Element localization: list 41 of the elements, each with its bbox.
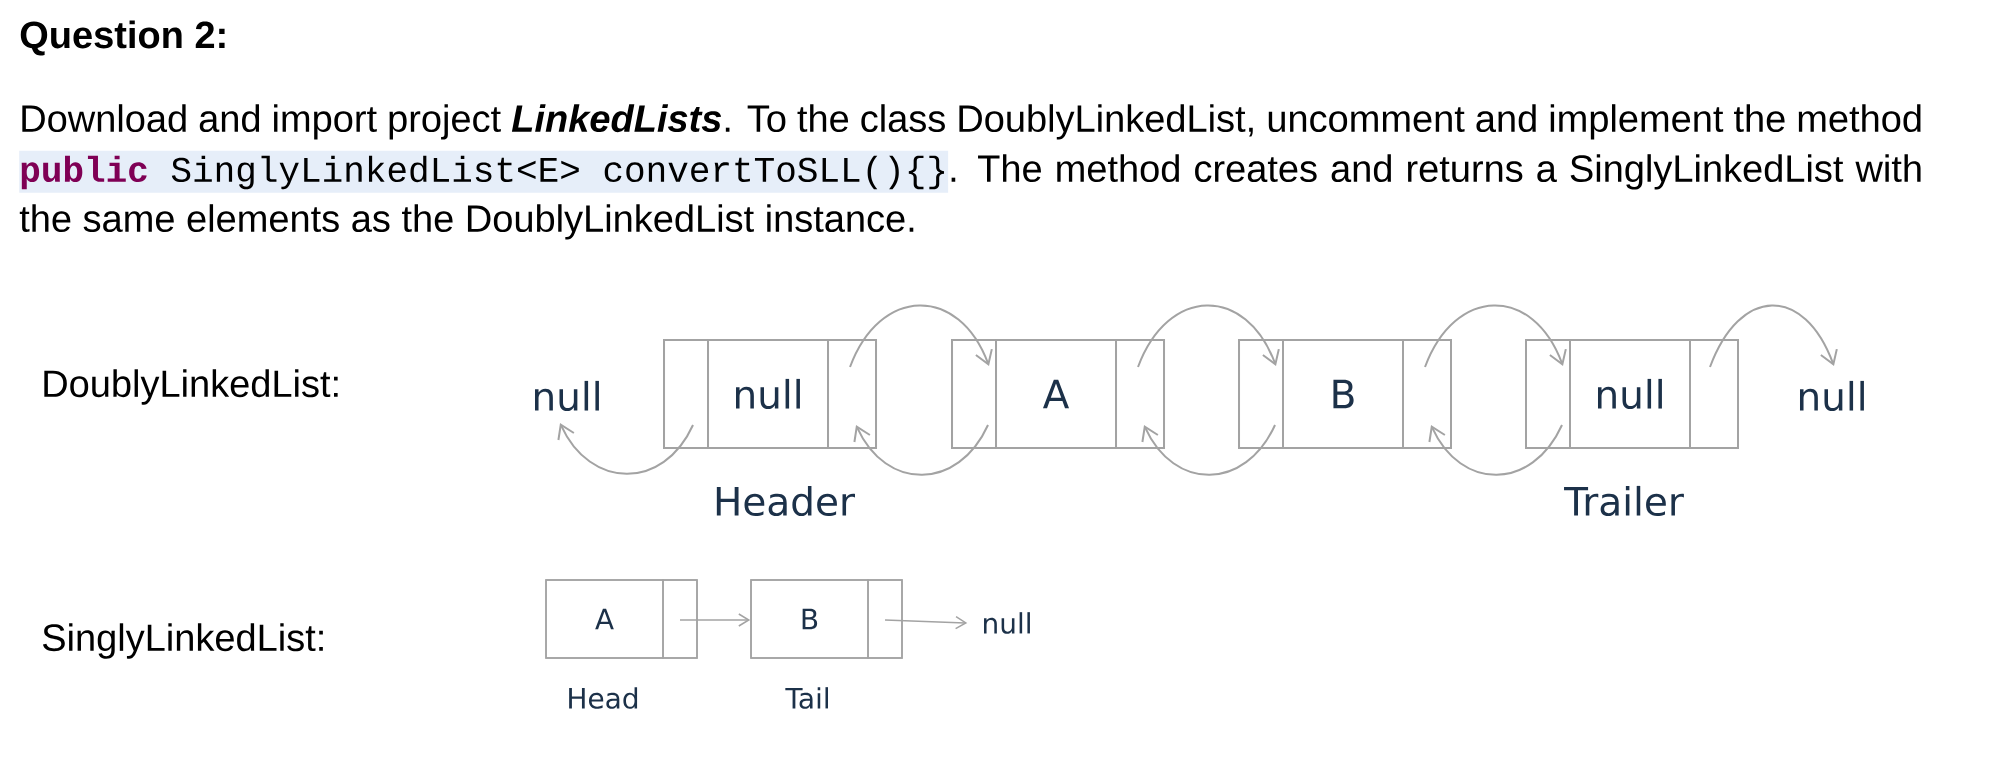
data-cell: A	[995, 339, 1117, 449]
label: . The method creates and returns a SinglyLinkedList with	[951, 154, 1921, 190]
node-caption: Trailer	[1564, 485, 1684, 517]
curved-arrow	[1137, 304, 1280, 368]
curved-arrow	[1141, 424, 1276, 476]
data-cell: null	[1569, 339, 1691, 449]
curved-arrow	[1424, 304, 1567, 368]
label: the same elements as the DoublyLinkedList instance.	[19, 204, 914, 240]
curved-arrow	[849, 304, 993, 368]
pointer-cell	[1238, 339, 1284, 449]
pointer-cell	[1115, 339, 1165, 449]
text-label: null	[535, 380, 599, 412]
curved-arrow	[557, 423, 694, 475]
pointer-cell	[663, 339, 709, 449]
pointer-cell	[867, 579, 903, 659]
label: Download and import project LinkedLists. To the class DoublyLinkedList, uncomment and implement the method	[22, 104, 1921, 140]
pointer-cell	[951, 339, 997, 449]
data-cell: A	[545, 579, 664, 659]
arrow	[884, 615, 968, 630]
row-label: DoublyLinkedList:	[44, 369, 338, 405]
pointer-cell	[1525, 339, 1571, 449]
node-caption: Tail	[785, 687, 828, 709]
data-cell: B	[1282, 339, 1404, 449]
curved-arrow	[1709, 304, 1838, 368]
curved-arrow	[1428, 424, 1563, 476]
text-label: null	[984, 612, 1030, 634]
row-label: SinglyLinkedList:	[42, 623, 323, 659]
data-cell: B	[750, 579, 869, 659]
paragraph: Download and import project LinkedLists. To the class DoublyLinkedList, uncomment and implement the method public SinglyLinkedList<E> convertToSLL(){} . The method creates and returns a SinglyLinkedList with the same elements as the DoublyLinkedList instance.	[19, 104, 1921, 240]
node-caption: Head	[569, 687, 638, 709]
pointer-cell	[827, 339, 877, 449]
text-label: null	[1800, 380, 1864, 412]
question-title: Question 2:	[20, 20, 225, 56]
pointer-cell	[1402, 339, 1452, 449]
pointer-cell	[662, 579, 698, 659]
pointer-cell	[1689, 339, 1739, 449]
curved-arrow	[853, 424, 989, 476]
data-cell: null	[707, 339, 829, 449]
arrow	[679, 613, 751, 627]
label: public SinglyLinkedList<E> convertToSLL(){}	[21, 155, 945, 190]
node-caption: Header	[716, 485, 855, 517]
